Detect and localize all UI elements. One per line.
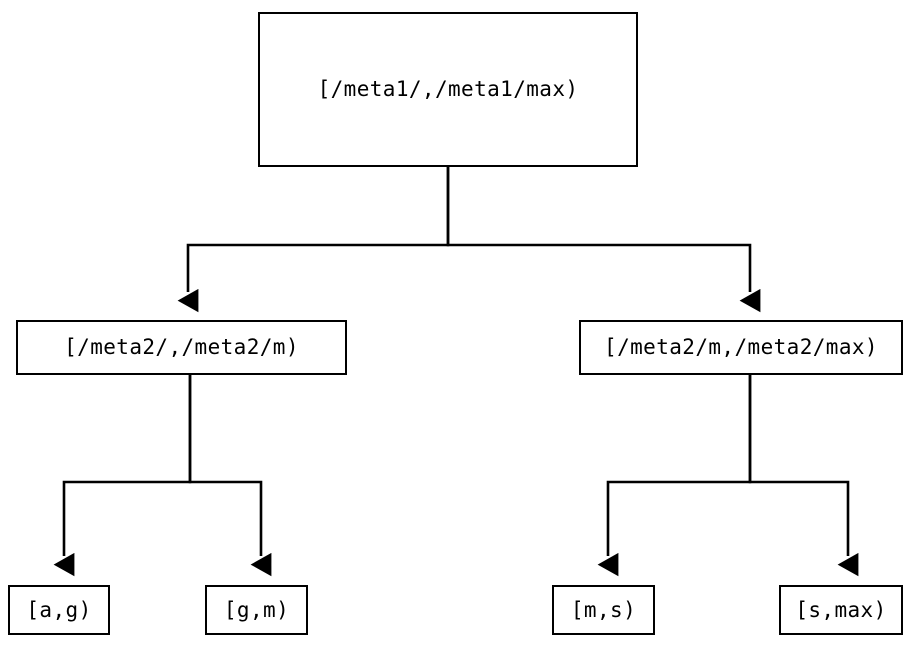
node-leaf-3-label: [m,s): [570, 597, 637, 622]
node-leaf-2[interactable]: [g,m): [205, 585, 308, 635]
node-level2-right-label: [/meta2/m,/meta2/max): [604, 335, 878, 359]
node-root-label: [/meta1/,/meta1/max): [317, 77, 579, 101]
node-level2-left[interactable]: [/meta2/,/meta2/m): [16, 320, 347, 375]
node-leaf-3[interactable]: [m,s): [552, 585, 655, 635]
node-level2-right[interactable]: [/meta2/m,/meta2/max): [579, 320, 903, 375]
node-leaf-4[interactable]: [s,max): [779, 585, 903, 635]
node-leaf-2-label: [g,m): [223, 597, 290, 622]
edge-root-to-level2-left: [177, 167, 450, 313]
node-leaf-1-label: [a,g): [26, 597, 92, 622]
edge-root-to-level2-right: [446, 167, 761, 313]
edge-level2-left-to-leaf-1: [53, 375, 192, 577]
edge-level2-right-to-leaf-3: [597, 375, 752, 577]
edge-level2-right-to-leaf-4: [748, 375, 859, 577]
node-root[interactable]: [/meta1/,/meta1/max): [258, 12, 638, 167]
node-level2-left-label: [/meta2/,/meta2/m): [64, 335, 299, 359]
node-leaf-4-label: [s,max): [795, 597, 887, 622]
node-leaf-1[interactable]: [a,g): [8, 585, 110, 635]
edge-level2-left-to-leaf-2: [188, 375, 272, 577]
